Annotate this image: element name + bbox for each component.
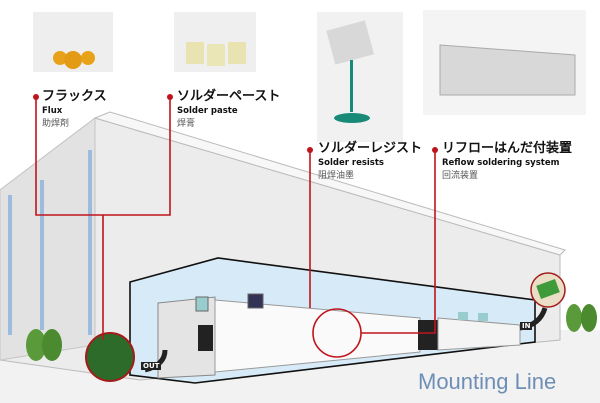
callout-lines [35, 97, 436, 358]
callout-reflow-system: リフローはんだ付装置 Reflow soldering system 回流装置 [442, 141, 573, 182]
callout-solder-resists: ソルダーレジスト Solder resists 阻焊油墨 [318, 141, 423, 182]
label-zh: 阻焊油墨 [318, 170, 355, 181]
trees-left [26, 329, 62, 361]
callout-flux: フラックス Flux 助焊剤 [42, 89, 107, 130]
label-jp: フラックス [42, 89, 107, 104]
label-zh: 助焊剤 [42, 118, 70, 129]
diagram-title: Mounting Line [418, 369, 557, 394]
callout-dots [33, 94, 438, 153]
label-jp: ソルダーレジスト [318, 141, 423, 156]
out-label: OUT [141, 362, 162, 370]
label-jp: ソルダーペースト [177, 89, 281, 104]
in-label: IN [520, 322, 533, 330]
label-zh: 回流装置 [442, 170, 479, 181]
label-en: Flux [42, 106, 63, 117]
label-en: Reflow soldering system [442, 158, 560, 169]
callout-solder-paste: ソルダーペースト Solder paste 焊膏 [177, 89, 281, 130]
label-en: Solder resists [318, 158, 384, 169]
pcb-out-icon [85, 332, 135, 382]
label-en: Solder paste [177, 106, 238, 117]
label-zh: 焊膏 [177, 118, 196, 129]
smt-line-machines [157, 293, 521, 379]
label-jp: リフローはんだ付装置 [442, 141, 573, 156]
trees-right [566, 304, 597, 332]
